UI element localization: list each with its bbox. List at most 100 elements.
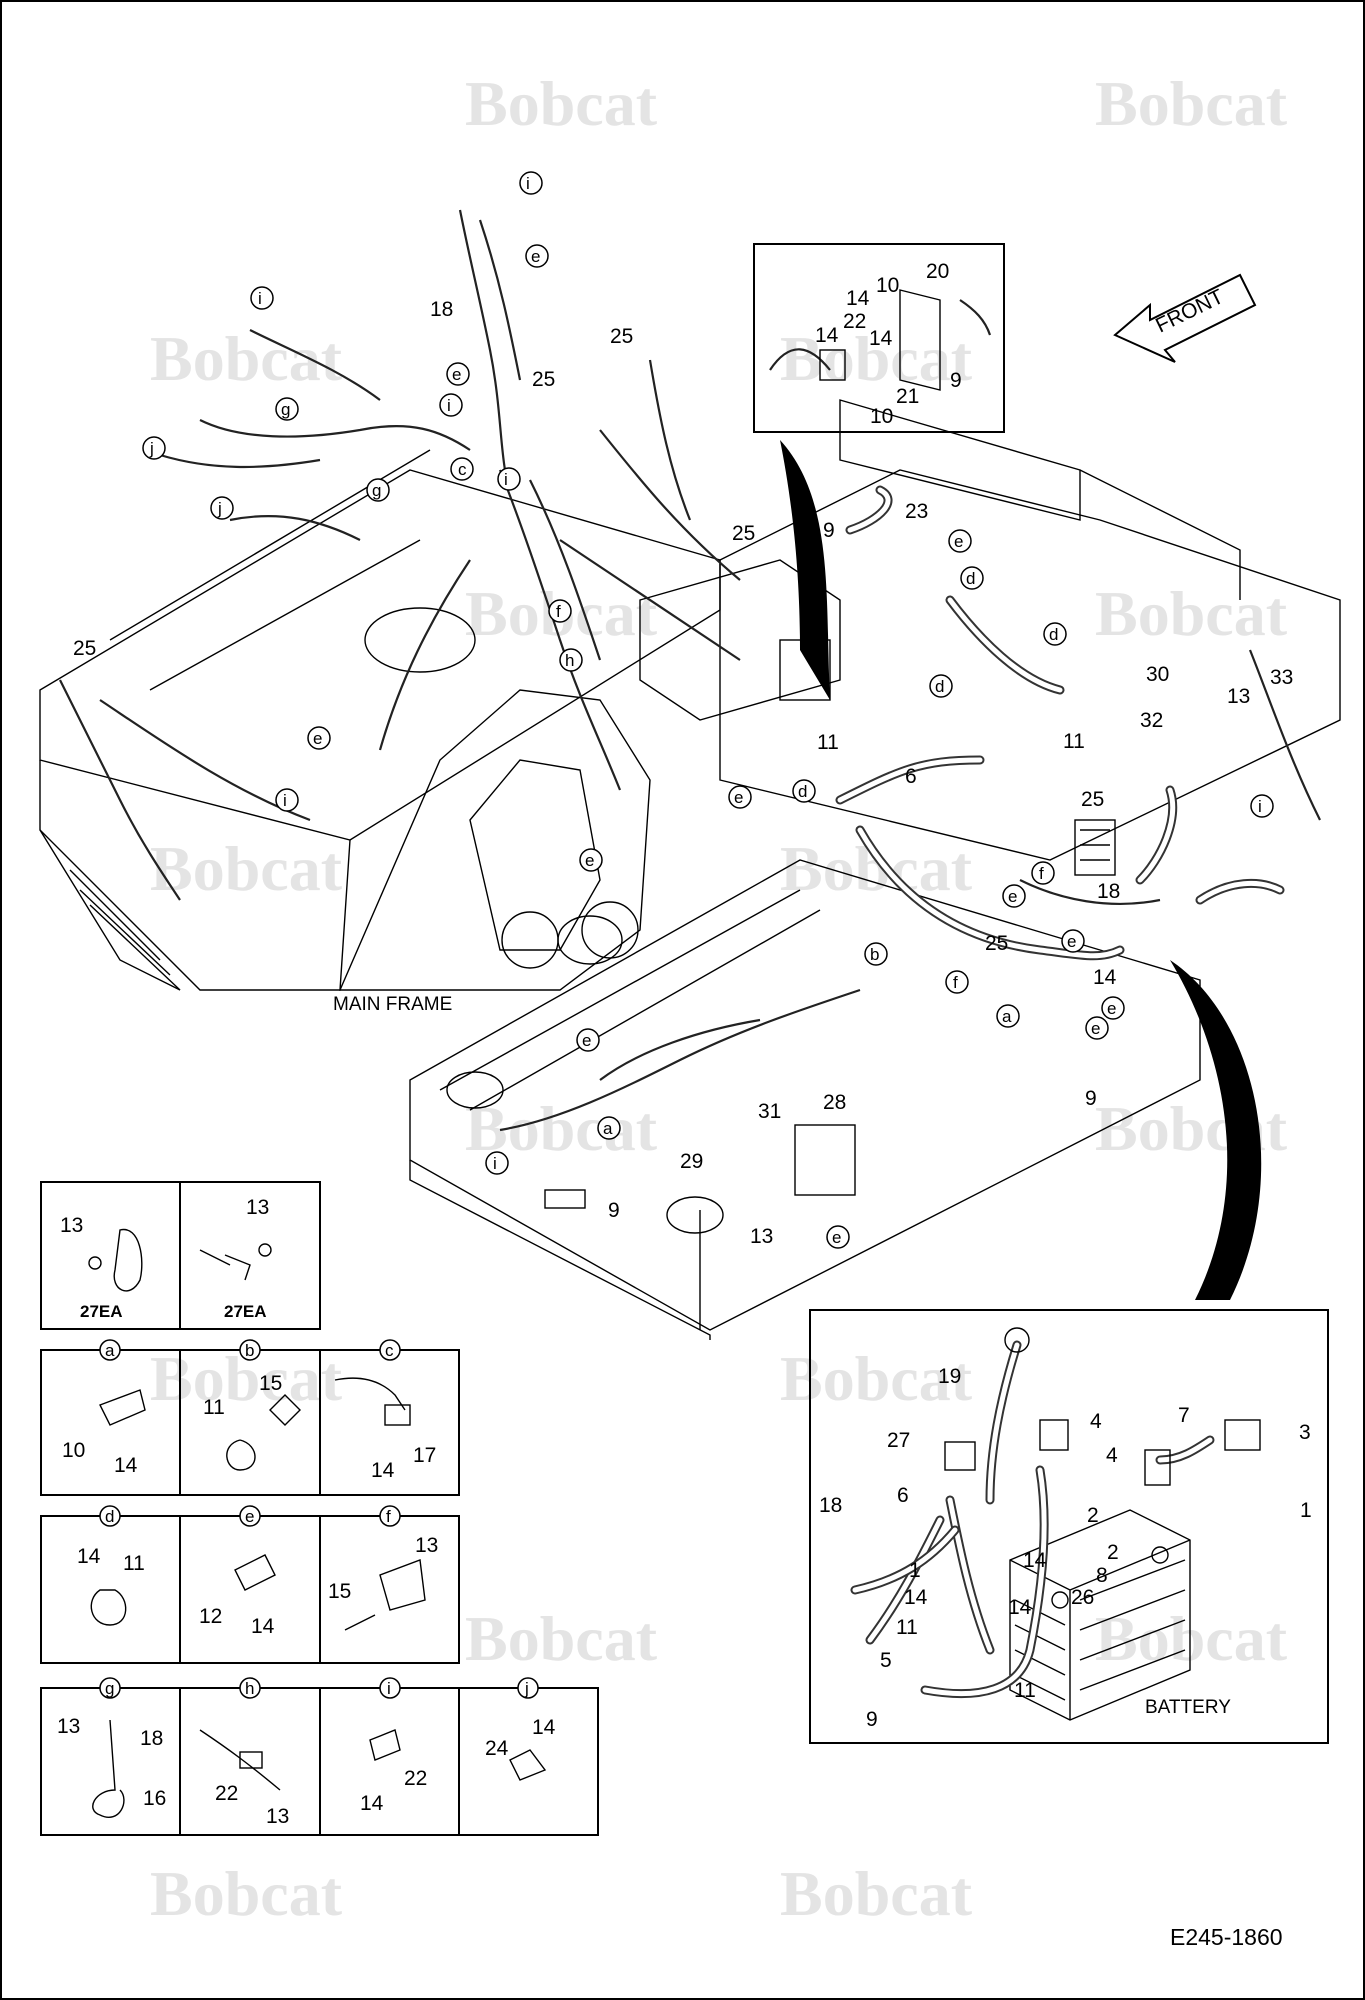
letter-circle	[1061, 929, 1085, 953]
letter-circle	[948, 529, 972, 553]
inset-callout: 22	[843, 310, 866, 333]
battery-callout: 1	[909, 1559, 921, 1582]
letter-circle	[366, 478, 390, 502]
letter-circle	[1002, 884, 1026, 908]
panel-part: 14	[360, 1792, 384, 1815]
battery-callout: 11	[1014, 1679, 1036, 1702]
battery-label: BATTERY	[1145, 1697, 1231, 1718]
battery-cable-core	[1137, 787, 1176, 883]
callout-number: 9	[1085, 1087, 1097, 1110]
battery-callout: 4	[1090, 1410, 1102, 1433]
harness-center-3	[378, 559, 471, 751]
callout-letter: i	[258, 289, 262, 308]
panel-part: 12	[199, 1605, 222, 1628]
panel-part: 24	[485, 1737, 509, 1760]
harness-left-2	[159, 453, 321, 469]
battery-callout: 14	[1023, 1549, 1047, 1572]
panel-part: 15	[259, 1372, 282, 1395]
battery-callout: 7	[1178, 1404, 1190, 1427]
relay-bracket	[794, 1124, 856, 1196]
frame-right-body	[719, 469, 1341, 861]
battery-callout: 8	[1096, 1564, 1108, 1587]
terminal-cap	[1224, 1419, 1261, 1451]
panel-a-bracket	[99, 1389, 146, 1426]
counterweight-bracket	[839, 399, 1081, 521]
detail-panels: a b c d e f g h i j 10 14 15 11 14 17 14…	[40, 1339, 599, 1836]
callout-letter: a	[603, 1119, 613, 1138]
letter-circle	[792, 779, 816, 803]
panel-i-clip	[369, 1729, 401, 1761]
battery-cable-core	[847, 487, 891, 533]
callout-number: 25	[732, 522, 755, 545]
battery-callout: 18	[819, 1494, 842, 1517]
harness-vertical	[458, 209, 507, 471]
panel-letter: d	[105, 1507, 114, 1526]
callout-letter: i	[526, 174, 530, 193]
callout-letter: e	[313, 729, 322, 748]
panel-part: 13	[415, 1534, 438, 1557]
harness-center-4	[559, 539, 741, 661]
detail-letters: a b c d e f g h i j	[99, 1339, 539, 1699]
callout-number: 11	[1063, 730, 1085, 753]
battery-cable-core	[867, 1517, 943, 1643]
main-frame-drawing	[39, 209, 1341, 1340]
tank-opening	[666, 1196, 724, 1234]
letter-circle	[210, 496, 234, 520]
harness-center-5	[599, 429, 741, 581]
panel-part: 17	[413, 1444, 436, 1467]
panel-letter-circle	[379, 1677, 401, 1699]
inset-callout: 9	[950, 369, 962, 392]
letter-circle	[929, 674, 953, 698]
clamp-drawing	[113, 1229, 143, 1292]
inset-frame	[753, 243, 1005, 433]
qty-panel-qty: 27EA	[224, 1302, 267, 1321]
callout-letter: b	[870, 945, 879, 964]
watermark-text: Bobcat	[780, 1343, 973, 1414]
callout-number: 9	[823, 519, 835, 542]
battery-callout: 1	[1300, 1499, 1312, 1522]
harness-right	[1019, 879, 1161, 905]
callout-number: 23	[905, 500, 928, 523]
fuse-box	[1074, 819, 1116, 876]
battery-ribs-2	[1079, 1559, 1186, 1691]
detail-panel-i	[319, 1687, 460, 1836]
panel-letter-circle	[99, 1677, 121, 1699]
callout-letter: i	[447, 396, 451, 415]
panel-part: 14	[371, 1459, 395, 1482]
panel-letter: j	[524, 1679, 529, 1698]
terminal-cap	[944, 1441, 976, 1471]
callout-number: 14	[1093, 966, 1117, 989]
panel-letter-circle	[239, 1677, 261, 1699]
battery-callout: 6	[897, 1484, 909, 1507]
callout-letter: e	[1067, 932, 1076, 951]
battery-callout: 27	[887, 1429, 910, 1452]
panel-letter-circle	[239, 1505, 261, 1527]
letter-circle	[307, 726, 331, 750]
watermark-text: Bobcat	[465, 68, 658, 139]
panel-part: 14	[114, 1454, 138, 1477]
callout-number: 18	[1097, 880, 1120, 903]
panel-part: 10	[62, 1439, 85, 1462]
detail-panel-j	[458, 1687, 599, 1836]
watermark-text: Bobcat	[780, 1858, 973, 1929]
battery-cable-core	[857, 827, 1123, 959]
main-frame-label: MAIN FRAME	[333, 994, 452, 1015]
center-bracket	[639, 559, 841, 721]
letter-circle	[485, 1151, 509, 1175]
panel-f-standoff	[344, 1559, 426, 1631]
panel-letter-circle	[239, 1339, 261, 1361]
watermark-text: Bobcat	[150, 833, 343, 904]
inset-callout: 10	[876, 274, 899, 297]
battery-cable-core	[922, 1467, 1047, 1697]
panel-letter: e	[245, 1507, 254, 1526]
harness-right-2	[1248, 649, 1321, 821]
letter-circle	[439, 393, 463, 417]
panel-letter: f	[386, 1507, 391, 1526]
front-arrow-shape	[1113, 273, 1257, 363]
frame-hole	[557, 915, 623, 965]
letter-circle	[142, 436, 166, 460]
pivot-bore	[501, 911, 559, 969]
panel-letter: c	[385, 1341, 394, 1360]
battery-callout: 3	[1299, 1421, 1311, 1444]
